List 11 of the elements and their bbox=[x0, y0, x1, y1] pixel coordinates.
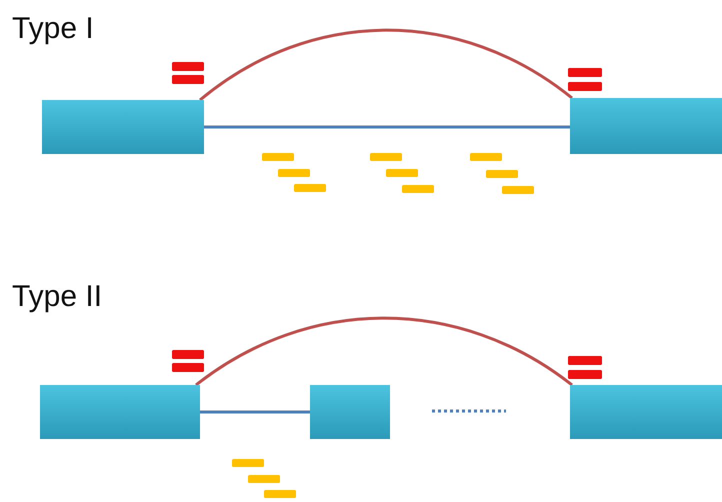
junction-arc bbox=[195, 316, 573, 386]
exon-box bbox=[310, 385, 390, 439]
exon-box bbox=[570, 98, 722, 154]
exon-box bbox=[40, 385, 200, 439]
type-heading: Type I bbox=[12, 14, 94, 44]
type-heading: Type II bbox=[12, 282, 102, 312]
intron-line bbox=[204, 126, 570, 128]
exon-box bbox=[570, 385, 722, 439]
exon-box bbox=[42, 100, 204, 154]
junction-arc bbox=[199, 28, 573, 102]
intron-line bbox=[200, 410, 310, 414]
